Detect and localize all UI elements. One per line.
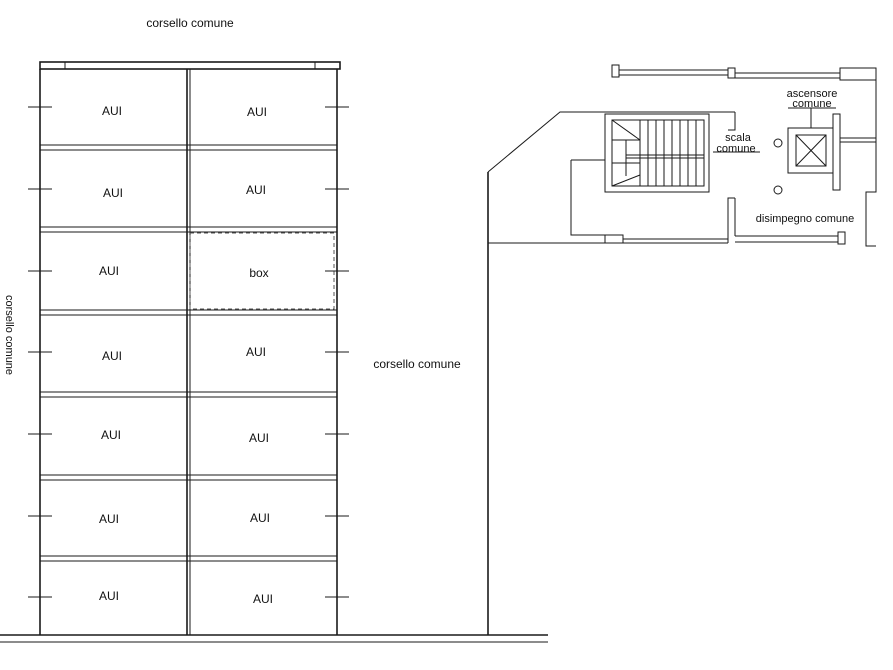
- unit-label: AUI: [249, 431, 269, 445]
- stair-common-label: comune: [716, 143, 755, 155]
- unit-label: AUI: [99, 264, 119, 278]
- unit-label: AUI: [250, 511, 270, 525]
- lift-shaft: [773, 107, 876, 195]
- lift-common-label: comune: [792, 98, 831, 110]
- landing-walls: [734, 80, 877, 247]
- unit-label: AUI: [253, 592, 273, 606]
- right-building-outline: [487, 111, 736, 635]
- lift-label: ascensore: [787, 88, 838, 100]
- unit-labels: AUI AUI AUI AUI AUI box AUI AUI AUI AUI …: [99, 104, 273, 606]
- corridor-left-label: corsello comune: [3, 295, 15, 375]
- wall-ticks: [28, 106, 349, 598]
- unit-label: AUI: [99, 589, 119, 603]
- unit-label: AUI: [102, 104, 122, 118]
- staircase: [604, 113, 760, 193]
- storage-block: [0, 61, 548, 643]
- landing-label: disimpegno comune: [756, 213, 854, 225]
- unit-label: AUI: [102, 349, 122, 363]
- unit-label: AUI: [101, 428, 121, 442]
- unit-label: AUI: [246, 183, 266, 197]
- right-top-parapet: [611, 64, 877, 81]
- unit-label: AUI: [246, 345, 266, 359]
- unit-label: AUI: [103, 186, 123, 200]
- unit-label: AUI: [99, 512, 119, 526]
- unit-label: box: [249, 266, 268, 280]
- corridor-top-label: corsello comune: [146, 16, 234, 30]
- unit-partitions: [39, 144, 338, 562]
- stair-label: scala: [725, 132, 752, 144]
- corridor-middle-label: corsello comune: [373, 357, 461, 371]
- unit-label: AUI: [247, 105, 267, 119]
